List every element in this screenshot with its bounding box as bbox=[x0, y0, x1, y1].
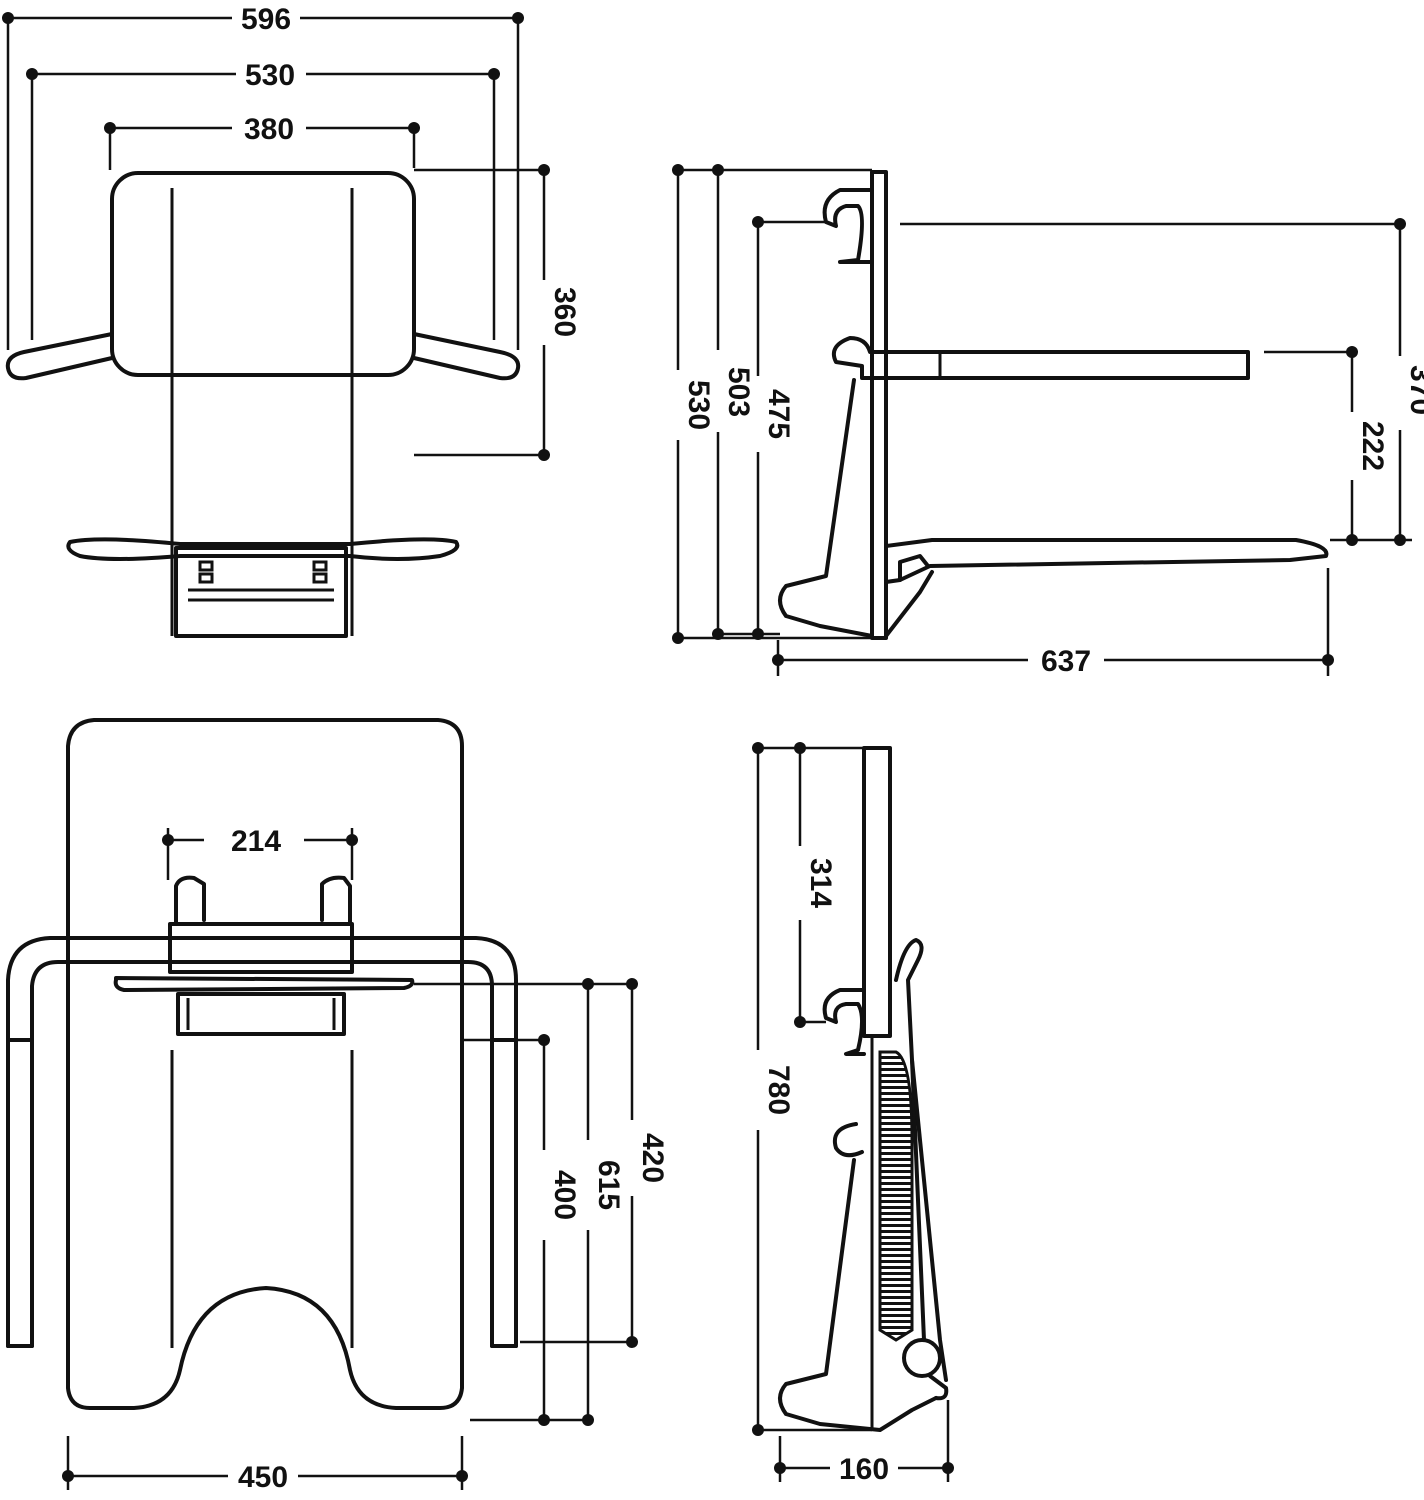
front-view: 596 530 380 360 bbox=[2, 3, 581, 638]
dim-160: 160 bbox=[839, 1453, 889, 1486]
dim-530-side: 530 bbox=[682, 380, 715, 430]
front-right-arm bbox=[412, 332, 521, 381]
dim-596: 596 bbox=[241, 3, 291, 36]
dim-360: 360 bbox=[548, 287, 581, 337]
dim-530-front: 530 bbox=[245, 59, 295, 92]
side-view: 530 503 475 370 222 637 bbox=[672, 164, 1424, 678]
side-leg bbox=[778, 378, 874, 638]
dim-380: 380 bbox=[244, 113, 294, 146]
side-arm bbox=[831, 336, 1250, 380]
dim-475: 475 bbox=[762, 389, 795, 439]
folded-hinge bbox=[902, 1338, 942, 1378]
front-left-arm bbox=[5, 332, 114, 381]
dim-637: 637 bbox=[1041, 645, 1091, 678]
folded-wall-plate bbox=[862, 746, 892, 1038]
dim-370: 370 bbox=[1404, 365, 1424, 415]
dim-780: 780 bbox=[762, 1065, 795, 1115]
side-seat bbox=[884, 538, 1329, 584]
dim-450: 450 bbox=[238, 1461, 288, 1494]
top-view: 214 400 615 420 450 bbox=[6, 718, 669, 1494]
dim-400: 400 bbox=[548, 1170, 581, 1220]
side-wall-plate bbox=[870, 170, 888, 640]
folded-seat bbox=[878, 1050, 914, 1342]
top-wall-bracket bbox=[168, 922, 354, 974]
top-seat bbox=[66, 718, 464, 1410]
dim-214: 214 bbox=[231, 825, 281, 858]
front-backrest bbox=[110, 171, 416, 377]
front-mount-block bbox=[174, 546, 348, 638]
dim-420: 420 bbox=[636, 1133, 669, 1183]
folded-view: 780 314 160 bbox=[752, 742, 954, 1486]
folded-leg bbox=[778, 1158, 938, 1432]
dim-314: 314 bbox=[804, 858, 837, 908]
front-seat bbox=[66, 537, 460, 561]
dim-503: 503 bbox=[722, 367, 755, 417]
top-arm-frame bbox=[6, 936, 518, 1348]
dim-222: 222 bbox=[1356, 421, 1389, 471]
dim-615: 615 bbox=[592, 1160, 625, 1210]
